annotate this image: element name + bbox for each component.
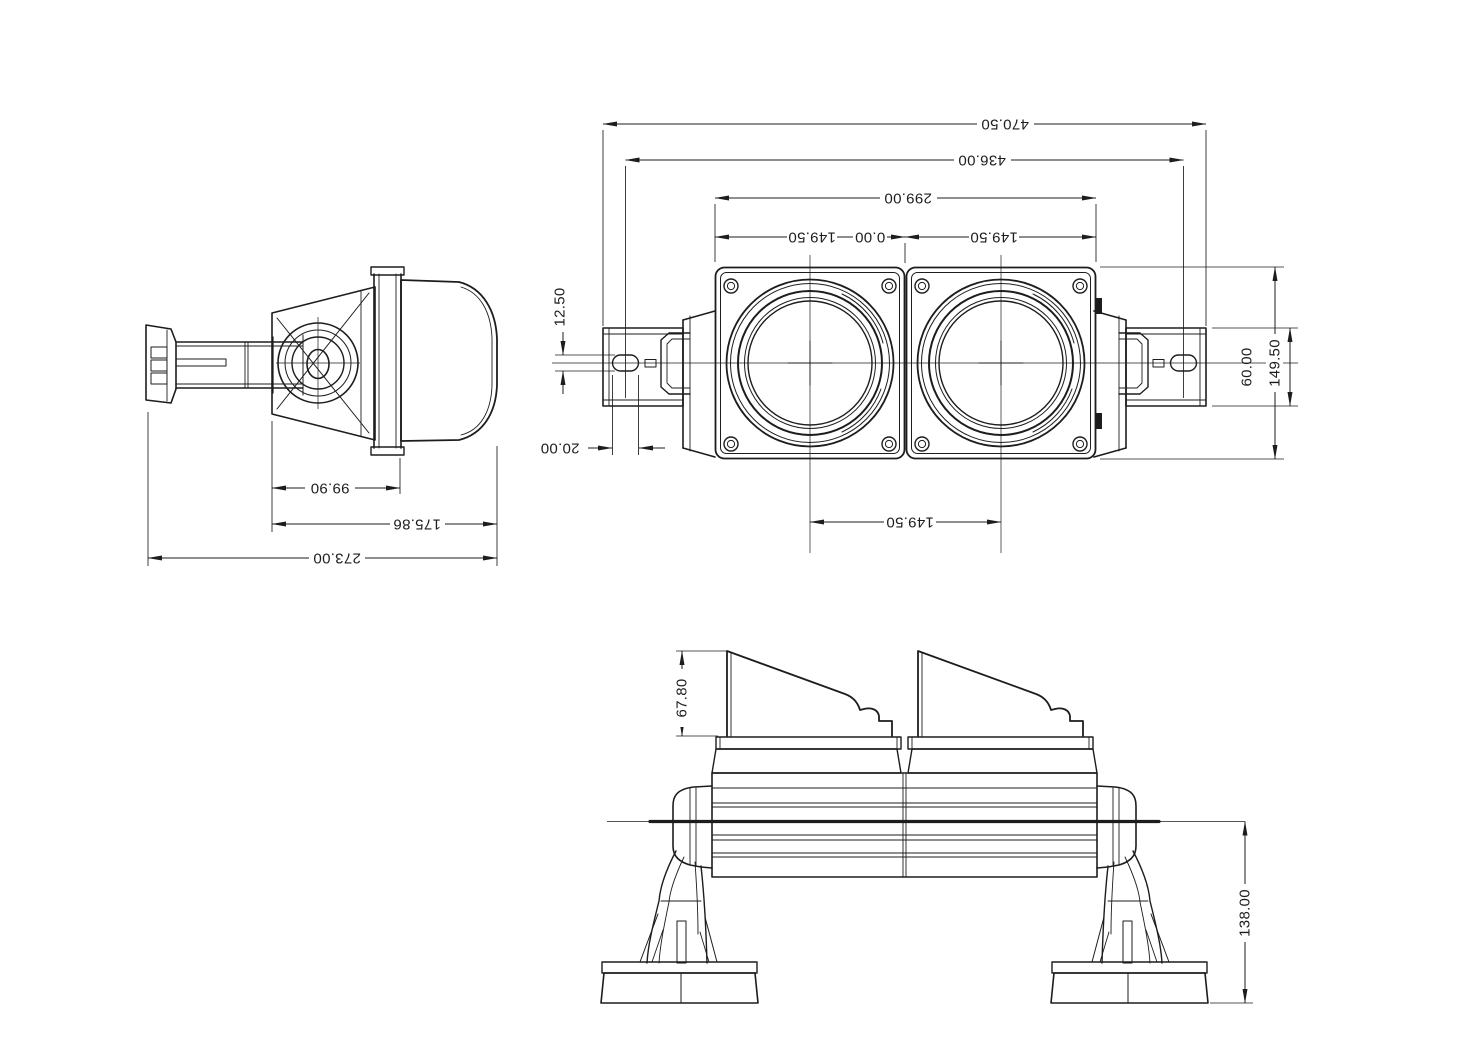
pivot-boss [672, 785, 713, 869]
side-profile-view: 99.90 175.86 273.00 [145, 266, 498, 567]
dim-slot-width-label: 20.00 [540, 440, 579, 457]
latch-clip [1096, 298, 1102, 314]
screw-hole [723, 278, 897, 452]
dim-slot-height-label: 12.50 [552, 287, 569, 326]
stand-leg-left [600, 785, 759, 1004]
dim-visor-height: 67.80 [673, 650, 729, 737]
mounting-bracket-left [602, 310, 716, 458]
lamp-module-right [905, 254, 1097, 554]
dim-housing-height: 149.50 [1100, 266, 1284, 460]
dim-left-half-label: 149.50 [788, 229, 836, 246]
dim-mount-height: 138.00 [1210, 821, 1254, 1004]
dim-overall-width-label: 470.50 [981, 116, 1029, 133]
dim-lens-spacing: 149.50 [809, 514, 1002, 531]
dim-half-widths: 149.50 0.00 149.50 [714, 229, 1097, 263]
front-view: 470.50 436.00 299.00 149.50 0.00 149.50 [540, 116, 1298, 554]
dim-slot-center-span: 436.00 [625, 152, 1184, 398]
dim-slot-width: 20.00 [540, 375, 665, 457]
visor-right [917, 650, 1084, 737]
dim-slot-height: 12.50 [552, 287, 615, 394]
dim-slot-span-label: 436.00 [958, 152, 1006, 169]
lamp-back-plate [370, 266, 405, 456]
dim-housing-depth: 175.86 [271, 446, 498, 566]
visor-left [726, 650, 893, 737]
dim-right-half-label: 149.50 [970, 229, 1018, 246]
dim-housing-width-label: 299.00 [884, 190, 932, 207]
dim-overall-depth: 273.00 [147, 412, 498, 567]
dim-housing-height-label: 149.50 [1267, 339, 1284, 387]
dim-overall-depth-label: 273.00 [313, 550, 361, 567]
housing-bracket [271, 286, 376, 441]
dim-visor-height-label: 67.80 [674, 678, 691, 717]
pivot-joint [276, 317, 360, 409]
heatsink-body [607, 772, 1245, 878]
latch-clip [1096, 413, 1102, 429]
dim-housing-width: 299.00 [714, 190, 1097, 262]
mounting-foot [600, 961, 759, 1004]
dim-lens-depth: 99.90 [271, 421, 401, 532]
dim-mount-height-label: 138.00 [1237, 889, 1254, 937]
lens-crosshair [787, 255, 833, 553]
rear-elevation-view: 67.80 138.00 [600, 650, 1254, 1004]
housing-top-plates [711, 736, 1098, 774]
dim-bracket-height: 60.00 [1212, 327, 1298, 407]
dim-overall-width: 470.50 [602, 116, 1207, 326]
lamp-housing-side [400, 279, 498, 442]
mounting-arm [175, 334, 304, 396]
arm-tab [175, 358, 227, 367]
dim-lens-spacing-label: 149.50 [886, 514, 934, 531]
stand-leg-right [1050, 785, 1209, 1004]
dim-bracket-height-label: 60.00 [1239, 347, 1256, 386]
dim-center-zero-label: 0.00 [855, 229, 885, 246]
dim-housing-depth-label: 175.86 [393, 516, 441, 533]
dim-lens-depth-label: 99.90 [310, 480, 349, 497]
lamp-module-left [714, 255, 906, 553]
mounting-bracket-right [1093, 310, 1207, 458]
clamp-bracket [145, 324, 177, 404]
